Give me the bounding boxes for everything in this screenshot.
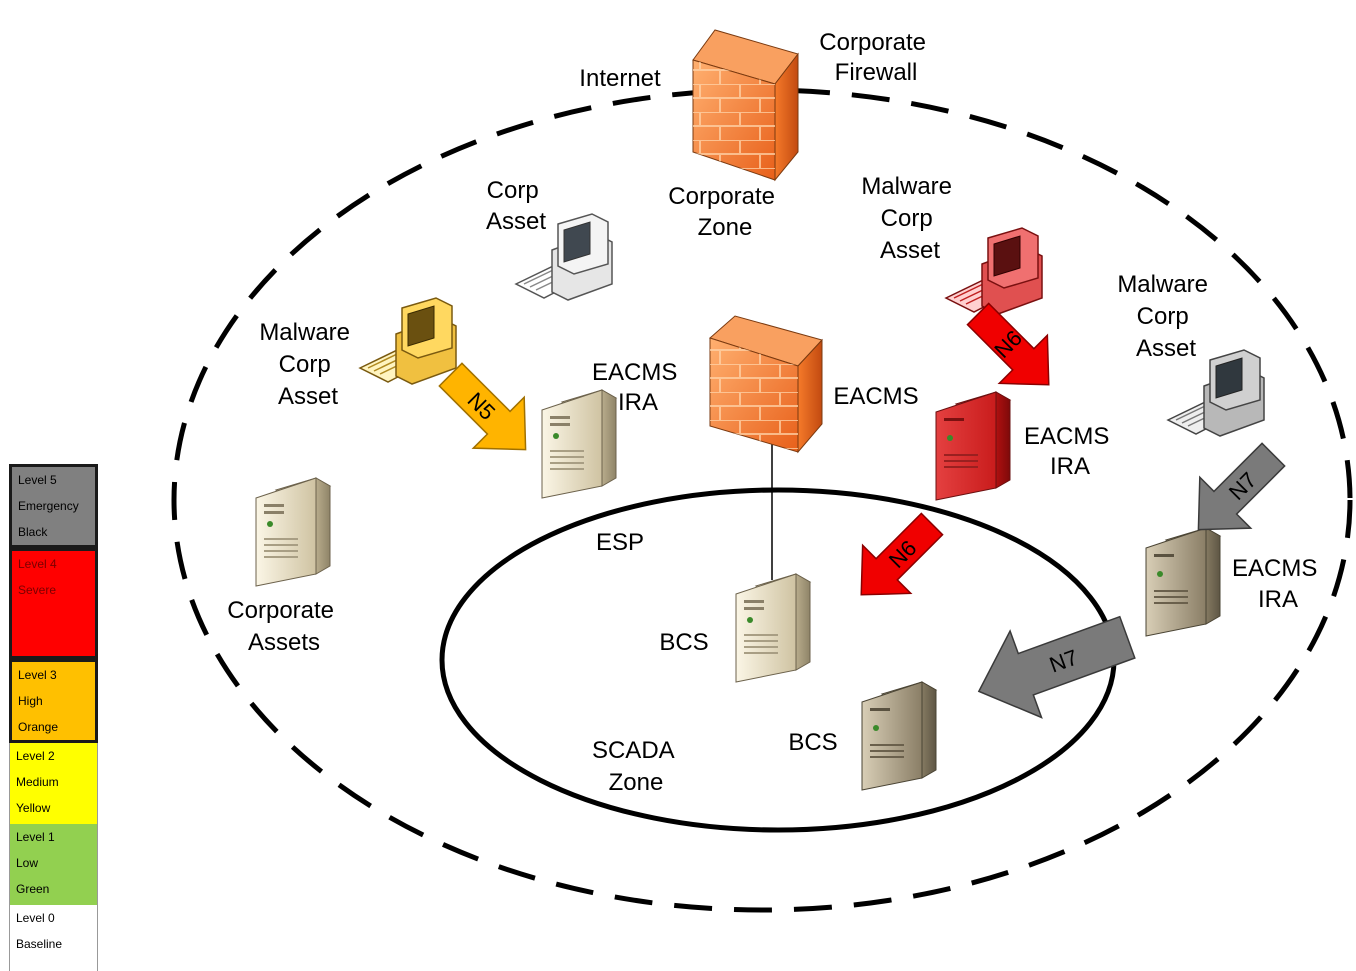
- esp-label: ESP: [596, 529, 644, 556]
- eacms-ira-right-label: EACMS IRA: [1232, 555, 1324, 613]
- corporate-firewall-label: Corporate Firewall: [819, 29, 932, 86]
- n6-mid-arrow: N6: [860, 512, 944, 596]
- legend-level-0: Level 0 Baseline: [9, 905, 98, 971]
- legend-level-text: Green: [16, 882, 50, 896]
- malware-corp-asset-gray-pc-icon: [1166, 349, 1265, 437]
- bcs-center-label: BCS: [659, 629, 708, 656]
- legend-level-text: Level 2: [16, 749, 55, 763]
- legend-level-text: Level 4: [18, 557, 57, 571]
- eacms-ira-red-label: EACMS IRA: [1024, 423, 1116, 480]
- legend-level-text: Baseline: [16, 937, 63, 951]
- malware-corp-asset-red-pc-icon: [944, 227, 1043, 315]
- gray-bcs-server-icon: [861, 681, 938, 791]
- corporate-zone-boundary: [171, 87, 1353, 913]
- bcs-lower-label: BCS: [788, 729, 837, 756]
- legend-level-text: Medium: [16, 775, 59, 789]
- corporate-zone-label: Corporate Zone: [668, 183, 781, 241]
- corporate-firewall-icon: [692, 29, 799, 182]
- legend-level-text: Level 0: [16, 911, 55, 925]
- corporate-assets-label: Corporate Assets: [227, 597, 340, 656]
- corporate-assets-server-icon: [255, 477, 331, 587]
- eacms-center-label: EACMS: [833, 383, 918, 410]
- gray-eacms-ira-server-icon: [1145, 527, 1222, 637]
- eacms-ira-left-label: EACMS IRA: [592, 359, 684, 416]
- compromised-eacms-ira-server-icon: [935, 391, 1012, 501]
- corp-asset-label: Corp Asset: [486, 177, 546, 235]
- legend-level-text: Level 1: [16, 830, 55, 844]
- legend-level-text: Orange: [18, 720, 59, 734]
- malware-corp-asset-top-label: Malware Corp Asset: [861, 173, 958, 264]
- scada-zone-label: SCADA Zone: [592, 737, 680, 796]
- legend-level-text: Level 3: [18, 668, 57, 682]
- legend-level-text: Black: [18, 525, 48, 539]
- legend-level-text: Yellow: [16, 801, 51, 815]
- legend-level-text: High: [18, 694, 43, 708]
- legend-level-text: Level 5: [18, 473, 57, 487]
- n7-top-arrow: N7: [1197, 442, 1286, 531]
- legend-level-text: Low: [16, 856, 39, 870]
- internet-label: Internet: [579, 65, 661, 92]
- eacms-ira-server-icon: [541, 389, 617, 499]
- eacms-firewall-icon: [709, 315, 823, 454]
- malware-corp-asset-yellow-pc-icon: [358, 297, 457, 385]
- malware-corp-asset-left-label: Malware Corp Asset: [259, 319, 356, 410]
- legend-level-text: Emergency: [18, 499, 79, 513]
- n7-bottom-arrow: N7: [977, 615, 1136, 719]
- legend-level-4: Level 4 Severe: [9, 548, 98, 659]
- legend-level-text: Severe: [18, 583, 57, 597]
- bcs-server-icon: [735, 573, 811, 683]
- malware-corp-asset-right-label: Malware Corp Asset: [1117, 271, 1214, 362]
